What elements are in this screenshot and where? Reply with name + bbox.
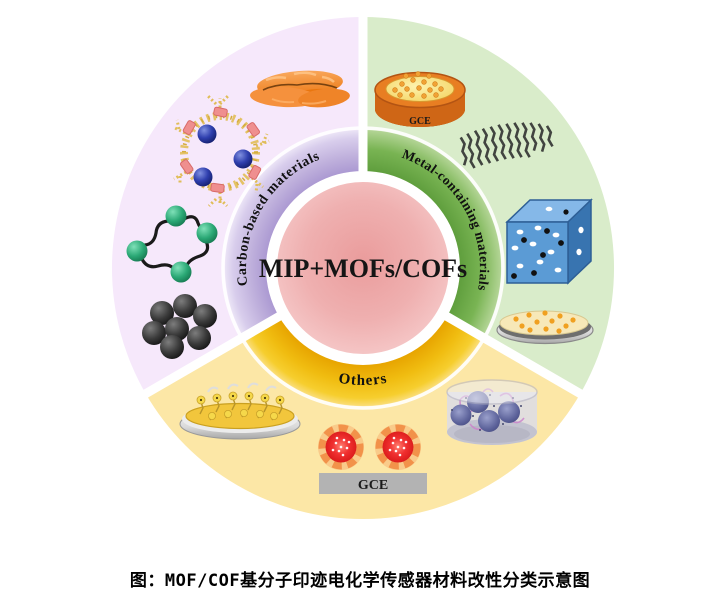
carbon-sphere-cluster-icon bbox=[142, 294, 217, 359]
gold-electrode-sam-icon bbox=[179, 382, 301, 440]
band-metal bbox=[363, 130, 501, 337]
gce-disc-label: GCE bbox=[409, 116, 431, 127]
gce-bar-label: GCE bbox=[358, 478, 388, 493]
divider-lower-left bbox=[137, 309, 288, 401]
macrocycle-ring-icon bbox=[172, 94, 270, 208]
gce-electrode-disc-icon: GCE bbox=[374, 71, 466, 127]
doped-plate-icon bbox=[496, 310, 594, 345]
svg-text:Others: Others bbox=[337, 371, 388, 389]
orange-nanosheets-icon bbox=[250, 70, 350, 108]
center-circle bbox=[269, 174, 457, 362]
sector-others bbox=[145, 316, 581, 520]
band-carbon bbox=[225, 130, 363, 337]
mof-cube-icon bbox=[505, 198, 593, 285]
figure-caption: 图：MOF/COF基分子印迹电化学传感器材料改性分类示意图 bbox=[129, 571, 591, 591]
divider-lower-right bbox=[438, 309, 589, 401]
classification-wheel: MIP+MOFs/COFs Carbon-based materials Met… bbox=[111, 16, 615, 520]
nanotube-bundle-icon bbox=[459, 122, 554, 169]
mip-vial-icon bbox=[446, 379, 538, 445]
wavy-polymer-ring-icon bbox=[126, 205, 218, 283]
center-label: MIP+MOFs/COFs bbox=[259, 254, 467, 283]
sector-label-others: Others bbox=[337, 371, 387, 389]
band-others bbox=[243, 316, 483, 406]
gce-bar-icon: GCE bbox=[319, 473, 427, 494]
virus-particles-icon bbox=[318, 424, 421, 470]
